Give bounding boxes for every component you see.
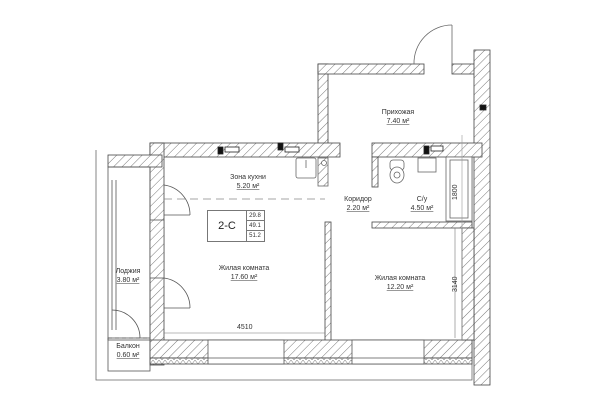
room-label-living-room-1: Жилая комната 17.60 м² bbox=[219, 264, 270, 282]
dimension-living-room-width: 4510 bbox=[237, 324, 253, 331]
apartment-tag: 2-C 29.8 49.1 51.2 bbox=[207, 210, 265, 242]
dimension-bathtub-length: 1800 bbox=[452, 184, 459, 200]
room-area: 12.20 м² bbox=[386, 284, 414, 291]
room-area: 2.20 м² bbox=[346, 205, 370, 212]
room-area: 4.50 м² bbox=[410, 205, 434, 212]
area-summary-total: 49.1 bbox=[246, 221, 264, 231]
area-summary: 29.8 49.1 51.2 bbox=[246, 211, 264, 241]
room-area: 7.40 м² bbox=[386, 118, 410, 125]
room-name: Жилая комната bbox=[218, 265, 270, 272]
room-name: Прихожая bbox=[381, 109, 415, 116]
bathroom-fixtures bbox=[389, 135, 473, 340]
dimension-lines bbox=[164, 228, 456, 338]
room-name: Балкон bbox=[116, 343, 140, 350]
kitchen-fixtures bbox=[295, 157, 329, 187]
room-area: 3.80 м² bbox=[116, 277, 140, 284]
apartment-code: 2-C bbox=[208, 211, 247, 241]
room-label-kitchen-zone: Зона кухни 5.20 м² bbox=[230, 173, 266, 191]
room-area: 5.20 м² bbox=[236, 183, 260, 190]
area-summary-living: 29.8 bbox=[246, 211, 264, 221]
room-label-balcony: Балкон 0.60 м² bbox=[116, 342, 139, 360]
room-label-corridor: Коридор 2.20 м² bbox=[344, 195, 372, 213]
room-name: С/у bbox=[416, 196, 428, 203]
room-label-bathroom: С/у 4.50 м² bbox=[411, 195, 434, 213]
dimension-bedroom-depth: 3140 bbox=[452, 276, 459, 292]
room-label-entrance-hall: Прихожая 7.40 м² bbox=[382, 108, 414, 126]
room-label-loggia: Лоджия 3.80 м² bbox=[116, 267, 141, 285]
room-label-living-room-2: Жилая комната 12.20 м² bbox=[375, 274, 426, 292]
windows bbox=[207, 339, 425, 365]
room-area: 17.60 м² bbox=[230, 274, 258, 281]
radiators bbox=[217, 104, 487, 155]
area-summary-total-with-loggia: 51.2 bbox=[249, 233, 261, 239]
room-area: 0.60 м² bbox=[116, 352, 140, 359]
room-name: Лоджия bbox=[115, 268, 141, 275]
interior-walls bbox=[107, 142, 483, 366]
room-name: Жилая комната bbox=[374, 275, 426, 282]
entrance-walls bbox=[317, 49, 491, 386]
room-name: Зона кухни bbox=[230, 174, 266, 181]
entrance-door bbox=[413, 24, 453, 65]
loggia-structure bbox=[107, 166, 191, 372]
room-name: Коридор bbox=[344, 196, 372, 203]
